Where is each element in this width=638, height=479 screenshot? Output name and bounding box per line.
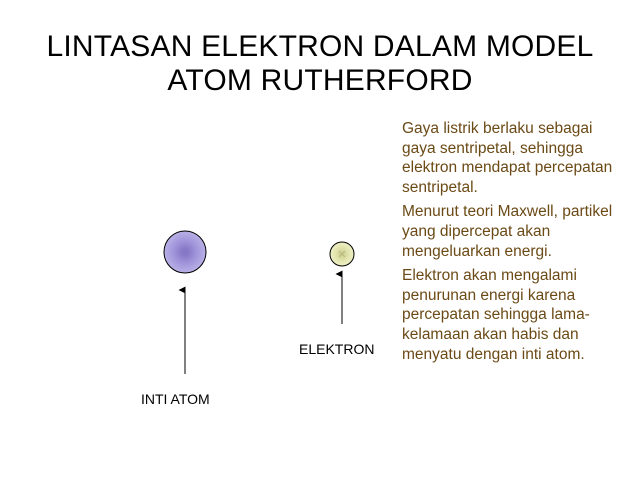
nucleus-center-mark bbox=[180, 247, 190, 257]
note-centripetal: Gaya listrik berlaku sebagai gaya sentri… bbox=[402, 120, 613, 196]
slide-title: LINTASAN ELEKTRON DALAM MODEL ATOM RUTHE… bbox=[40, 30, 600, 98]
title-line-2: ATOM RUTHERFORD bbox=[167, 64, 473, 97]
note-energy-loss: Elektron akan mengalami penurunan energi… bbox=[402, 267, 590, 363]
electron-center-mark bbox=[338, 250, 346, 258]
electron-label: ELEKTRON bbox=[299, 341, 375, 357]
note-maxwell: Menurut teori Maxwell, partikel yang dip… bbox=[402, 203, 613, 260]
nucleus-label: INTI ATOM bbox=[141, 391, 210, 407]
explanation-notes: Gaya listrik berlaku sebagai gaya sentri… bbox=[402, 119, 622, 369]
title-line-1: LINTASAN ELEKTRON DALAM MODEL bbox=[46, 30, 594, 63]
